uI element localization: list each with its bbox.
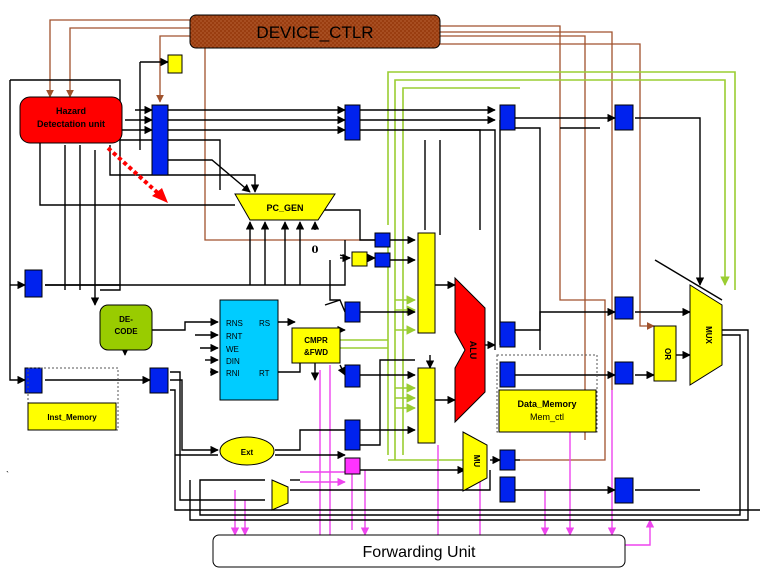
pc-gen-block: PC_GEN bbox=[234, 193, 336, 221]
alu-label: ALU bbox=[468, 341, 478, 360]
regfile-port-rnt: RNT bbox=[226, 332, 243, 341]
output-mux-block: MUX bbox=[689, 284, 723, 386]
idex-imm-register bbox=[344, 419, 361, 451]
hazard-label-line1: Hazard bbox=[56, 106, 86, 116]
alu-block: ALU bbox=[454, 276, 486, 424]
idex-small-reg-2 bbox=[374, 252, 391, 268]
idex-rt-register bbox=[344, 364, 361, 388]
regfile-port-rns: RNS bbox=[226, 319, 243, 328]
idex-small-reg-1 bbox=[374, 232, 391, 248]
ex-mem-register-top bbox=[499, 104, 516, 131]
decode-label-line1: DE- bbox=[119, 315, 133, 324]
small-yellow-register-top bbox=[167, 54, 183, 74]
data-wires bbox=[9, 57, 760, 521]
inst-memory-block: Inst_Memory bbox=[27, 367, 119, 431]
magenta-register bbox=[344, 457, 361, 475]
inst-memory-label: Inst_Memory bbox=[47, 413, 97, 422]
decode-block: DE- CODE bbox=[99, 304, 153, 351]
mul-label: MU bbox=[472, 455, 481, 468]
mem-wb-register-3 bbox=[614, 477, 634, 504]
or-label: OR bbox=[663, 348, 672, 360]
alu-mux-a bbox=[417, 232, 436, 334]
stray-mark: ` bbox=[6, 470, 9, 480]
mem-wb-register-1 bbox=[614, 296, 634, 320]
mux-label: MUX bbox=[704, 326, 713, 344]
cmpr-label-line2: &FWD bbox=[304, 348, 328, 357]
control-wires bbox=[46, 19, 655, 461]
bottom-left-mux bbox=[271, 479, 289, 511]
regfile-port-din: DIN bbox=[226, 357, 240, 366]
idex-rs-register bbox=[344, 301, 361, 323]
id-ex-register-top bbox=[344, 104, 361, 141]
small-yellow-register-mid bbox=[351, 251, 368, 267]
ex-mem-alu-register bbox=[499, 321, 516, 348]
mul-block: MU bbox=[462, 431, 488, 492]
alu-mux-b bbox=[417, 367, 436, 444]
stall-arrow bbox=[106, 146, 168, 203]
regfile-port-rs: RS bbox=[259, 319, 270, 328]
data-memory-block: Data_Memory Mem_ctl bbox=[496, 354, 598, 433]
regfile-port-we: WE bbox=[226, 345, 239, 354]
device-ctlr-block: DEVICE_CTLR bbox=[189, 14, 441, 49]
regfile-port-rt: RT bbox=[259, 369, 270, 378]
cmpr-fwd-block: CMPR &FWD bbox=[291, 327, 341, 364]
pc-gen-label: PC_GEN bbox=[266, 203, 303, 213]
mem-wb-register-2 bbox=[614, 361, 634, 385]
cmpr-label-line1: CMPR bbox=[304, 336, 328, 345]
if-id-register bbox=[151, 104, 169, 176]
ext-label: Ext bbox=[241, 448, 254, 457]
ex-mem-data-register bbox=[499, 361, 516, 388]
regfile-port-rni: RNI bbox=[226, 369, 240, 378]
pc-register bbox=[24, 269, 43, 298]
decode-label-line2: CODE bbox=[114, 327, 138, 336]
mem-wb-register-top bbox=[614, 104, 634, 131]
register-file-block: RNS RNT WE DIN RNI RS RT bbox=[219, 299, 279, 401]
ex-mem-ctrl-register bbox=[499, 476, 516, 503]
data-memory-label-line2: Mem_ctl bbox=[530, 412, 564, 422]
forwarding-unit-label: Forwarding Unit bbox=[363, 544, 476, 561]
forwarding-unit-block: Forwarding Unit bbox=[212, 534, 626, 568]
ext-block: Ext bbox=[219, 436, 275, 466]
hazard-detection-block: Hazard Detectation unit bbox=[19, 96, 123, 144]
device-ctlr-label: DEVICE_CTLR bbox=[256, 23, 373, 42]
or-block: OR bbox=[653, 325, 677, 382]
data-memory-label-line1: Data_Memory bbox=[517, 399, 576, 409]
zero-constant: 0 bbox=[312, 245, 319, 256]
hazard-label-line2: Detectation unit bbox=[37, 119, 105, 129]
decode-out-register bbox=[149, 367, 169, 394]
ex-mem-mul-register bbox=[499, 449, 516, 471]
